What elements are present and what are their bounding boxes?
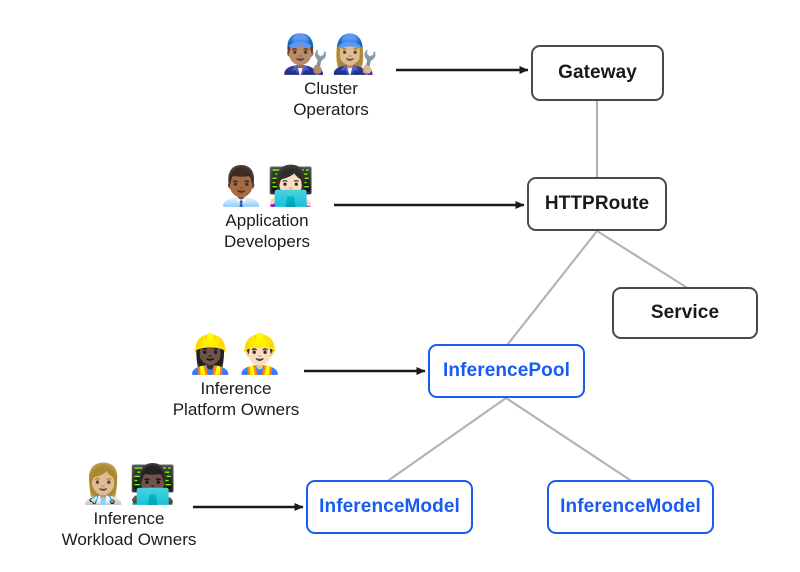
persona-application-developers: 👨🏾‍💼👩🏻‍💻Application Developers [188, 164, 346, 252]
persona-inference-workload-owners: 👩🏼‍⚕️👨🏿‍💻Inference Workload Owners [40, 462, 218, 550]
man-office-worker-icon-woman-technologist-icon: 👨🏾‍💼👩🏻‍💻 [217, 164, 317, 208]
woman-construction-worker-icon-man-construction-worker-icon: 👷🏿‍♀️👷🏻‍♂️ [186, 332, 286, 376]
connector-inferencepool-to-model-1 [387, 396, 508, 482]
node-gateway[interactable]: Gateway [531, 45, 664, 101]
persona-cluster-operators: 👨🏽‍🔧👩🏼‍🔧Cluster Operators [252, 32, 410, 120]
connector-inferencepool-to-model-2 [504, 396, 632, 482]
persona-arrow-lines [193, 66, 529, 511]
node-label: InferencePool [443, 360, 570, 381]
node-label: HTTPRoute [544, 193, 650, 214]
man-mechanic-icon-woman-mechanic-icon: 👨🏽‍🔧👩🏼‍🔧 [281, 32, 381, 76]
node-label: Gateway [558, 62, 637, 83]
node-label: InferenceModel [319, 496, 460, 517]
node-inferencemodel-2[interactable]: InferenceModel [547, 480, 714, 534]
node-inferencepool[interactable]: InferencePool [428, 344, 585, 398]
connector-httproute-to-service [595, 229, 688, 289]
node-label: Service [650, 302, 720, 323]
woman-health-worker-icon-man-technologist-icon: 👩🏼‍⚕️👨🏿‍💻 [79, 462, 179, 506]
node-httproute[interactable]: HTTPRoute [527, 177, 667, 231]
node-label: InferenceModel [560, 496, 701, 517]
persona-label: Application Developers [224, 211, 310, 251]
persona-label: Inference Platform Owners [172, 379, 300, 419]
node-inferencemodel-1[interactable]: InferenceModel [306, 480, 473, 534]
connector-httproute-to-inferencepool [506, 229, 599, 346]
persona-label: Cluster Operators [293, 79, 369, 119]
persona-label: Inference Workload Owners [61, 509, 197, 549]
persona-inference-platform-owners: 👷🏿‍♀️👷🏻‍♂️Inference Platform Owners [152, 332, 320, 420]
node-service[interactable]: Service [612, 287, 758, 339]
